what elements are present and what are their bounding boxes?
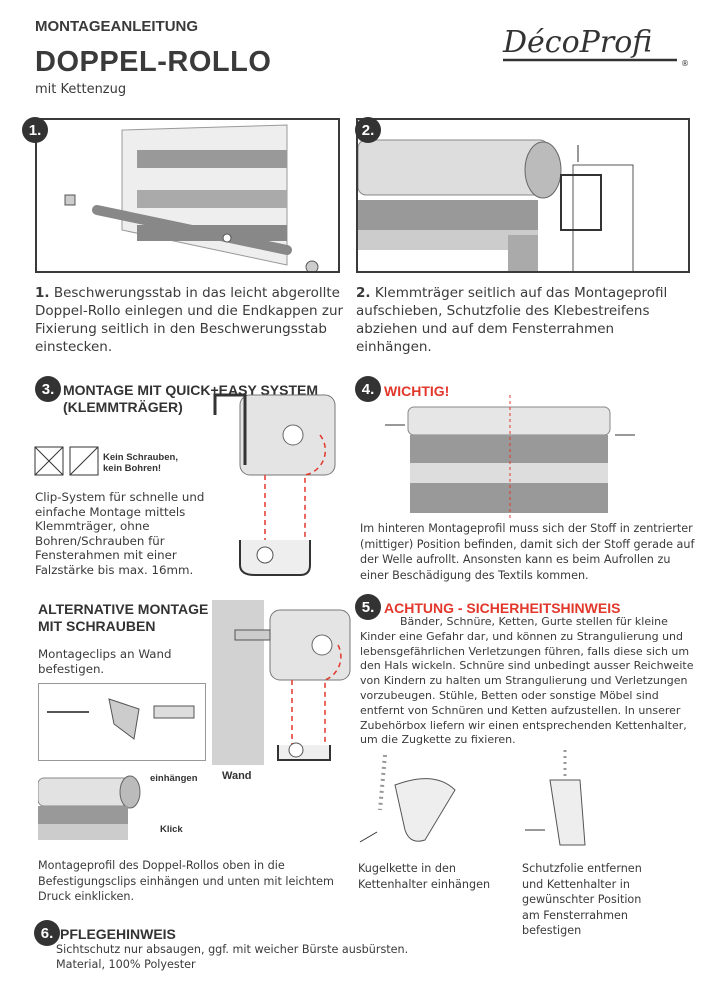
svg-text:®: ® <box>681 59 689 68</box>
step1-text: 1. Beschwerungsstab in das leicht abgero… <box>35 284 345 356</box>
step6-badge: 6. <box>34 920 60 946</box>
step1-badge: 1. <box>22 117 48 143</box>
step6-heading: PFLEGEHINWEIS <box>60 926 176 942</box>
step5-text: Bänder, Schnüre, Ketten, Gurte stellen f… <box>360 615 694 747</box>
no-drill-note-line2: kein Bohren! <box>103 463 162 474</box>
hang-label: einhängen <box>150 773 198 784</box>
alt-heading-line1: ALTERNATIVE MONTAGE <box>38 601 209 617</box>
step1-description: Beschwerungsstab in das leicht abgerollt… <box>35 285 344 355</box>
step2-illustration <box>356 118 690 273</box>
page-subtitle: mit Kettenzug <box>35 82 127 97</box>
chain-holder-illustration-2 <box>520 750 620 850</box>
step3-badge: 3. <box>35 376 61 402</box>
no-drill-note: Kein Schrauben,kein Bohren! <box>103 452 178 474</box>
step3-illustration <box>205 385 355 580</box>
chain-holder-illustration-1 <box>355 750 485 850</box>
step4-illustration <box>380 395 640 520</box>
step4-heading: WICHTIG! <box>384 383 450 399</box>
screw-mount-illustration <box>230 600 360 765</box>
chain-caption-1: Kugelkette in den Kettenhalter einhängen <box>358 862 491 891</box>
hang-click-illustration <box>37 770 143 840</box>
clip-screw-illustration <box>38 683 206 761</box>
step3-heading: MONTAGE MIT QUICK+EASY SYSTEM(KLEMMTRÄGE… <box>63 382 318 416</box>
step4-badge: 4. <box>355 376 381 402</box>
alt-heading-line2: MIT SCHRAUBEN <box>38 618 156 634</box>
step3-heading-line1: MONTAGE MIT QUICK+EASY SYSTEM <box>63 382 319 398</box>
care-line-1: Sichtschutz nur absaugen, ggf. mit weich… <box>56 943 409 956</box>
step5-badge: 5. <box>355 594 381 620</box>
step1-number: 1. <box>35 285 50 301</box>
no-drill-note-line1: Kein Schrauben, <box>103 452 178 463</box>
wall-label: Wand <box>222 770 252 782</box>
alt-text-2: Montageprofil des Doppel-Rollos oben in … <box>38 859 334 903</box>
step2-badge: 2. <box>355 117 381 143</box>
step2-text: 2. Klemmträger seitlich auf das Montagep… <box>356 284 691 356</box>
kicker: MONTAGEANLEITUNG <box>35 18 199 35</box>
care-line-2: Material, 100% Polyester <box>56 958 196 971</box>
no-screw-no-drill-icon <box>34 446 100 476</box>
step2-number: 2. <box>356 285 371 301</box>
step1-illustration <box>35 118 340 273</box>
alt-text: Montageclips an Wand befestigen. <box>38 647 172 676</box>
chain-caption-2: Schutzfolie entfernen und Kettenhalter i… <box>522 862 642 937</box>
step3-heading-line2: (KLEMMTRÄGER) <box>63 399 183 415</box>
step2-description: Klemmträger seitlich auf das Montageprof… <box>356 285 668 355</box>
page-title: DOPPEL-ROLLO <box>35 46 272 78</box>
step4-text: Im hinteren Montageprofil muss sich der … <box>360 522 695 582</box>
click-label: Klick <box>160 824 183 835</box>
step5-heading: ACHTUNG - SICHERHEITSHINWEIS <box>384 600 621 616</box>
wall <box>212 600 264 765</box>
svg-text:DécoProfi: DécoProfi <box>502 25 652 60</box>
brand-logo: DécoProfi ® <box>495 18 695 70</box>
step3-text: Clip-System für schnelle und einfache Mo… <box>35 490 205 577</box>
